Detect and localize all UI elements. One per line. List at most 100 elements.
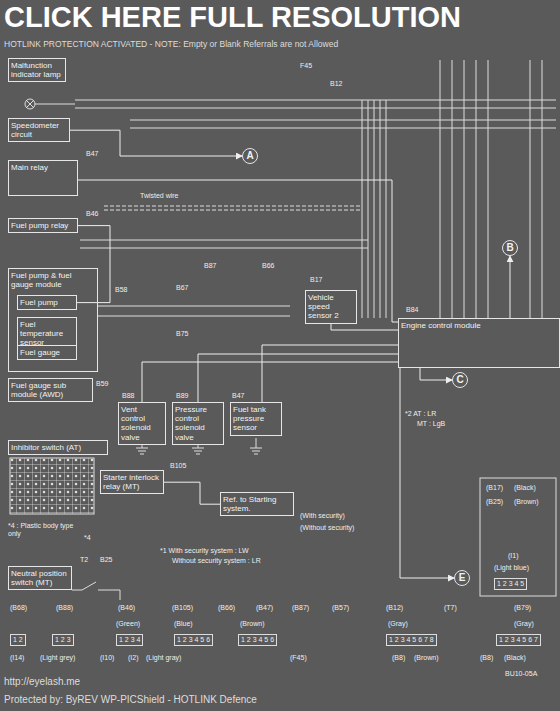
- connector-label: (B66): [218, 604, 235, 612]
- wire-connector: [510, 256, 511, 318]
- component-name: Inhibitor switch (AT): [11, 443, 105, 452]
- connector-label: (B46): [118, 604, 135, 612]
- reference-box: Ref. to Starting system.: [220, 492, 294, 516]
- connector-label: (Without security): [300, 524, 354, 532]
- connector-label: (Black): [514, 484, 536, 492]
- component-name: E: [455, 571, 469, 585]
- pin-numbers: 1 2: [10, 634, 26, 646]
- connector-label: F45: [300, 62, 312, 70]
- component-name: Speedometer circuit: [11, 121, 67, 139]
- pin-numbers: 1 2 3 4: [116, 634, 143, 646]
- component-name: Ref. to Starting system.: [223, 495, 291, 513]
- connector-label: (B17): [486, 484, 503, 492]
- connector-label: Twisted wire: [140, 192, 179, 200]
- pin-numbers: 1 2 3: [52, 634, 74, 646]
- component-name: Malfunction indicator lamp: [11, 61, 63, 79]
- watermark: http://eyelash.me: [4, 676, 80, 687]
- wire-connector: [400, 368, 454, 578]
- connector-label: (B87): [292, 604, 309, 612]
- connector-label: B67: [176, 284, 188, 292]
- valve-box: Pressure control solenoid valve: [172, 402, 224, 445]
- connector-label: (B47): [256, 604, 273, 612]
- component-name: Vent control solenoid valve: [121, 405, 163, 442]
- connector-label: B46: [86, 210, 98, 218]
- connector-label: (I1): [508, 552, 519, 560]
- connector-label: (T7): [444, 604, 457, 612]
- component-name: A: [243, 149, 257, 163]
- watermark: CLICK HERE FULL RESOLUTION: [4, 0, 461, 35]
- connector-label: B17: [310, 276, 322, 284]
- connector-label: (B79): [514, 604, 531, 612]
- sensor-box: Vehicle speed sensor 2: [305, 290, 357, 324]
- connector-label: (Green): [116, 620, 140, 628]
- connector-label: (Black): [504, 654, 526, 662]
- connector-label: (Brown): [514, 498, 539, 506]
- pin-numbers: 1 2 3 4 5 6: [174, 634, 213, 646]
- wire-connector: [420, 368, 452, 380]
- connector-label: B25: [100, 556, 112, 564]
- connector-label: B58: [115, 286, 127, 294]
- connector-label: (B25): [486, 498, 503, 506]
- connector-letter: C: [452, 372, 468, 388]
- valve-box: Vent control solenoid valve: [118, 402, 166, 445]
- control-module-box: Engine control module: [398, 318, 560, 368]
- connector-letter: E: [454, 570, 470, 586]
- component-name: Pressure control solenoid valve: [175, 405, 221, 442]
- connector-label: (Light grey): [40, 654, 75, 662]
- relay-box: Fuel pump relay: [8, 218, 78, 233]
- connector-label: (B12): [386, 604, 403, 612]
- connector-letter: A: [242, 148, 258, 164]
- connector-label: B87: [204, 262, 216, 270]
- connector-label: (B105): [172, 604, 193, 612]
- component-name: Engine control module: [401, 321, 557, 330]
- connector-label: (Brown): [414, 654, 439, 662]
- connector-label: BU10-05A: [505, 670, 537, 678]
- sensor-box: Fuel tank pressure sensor: [230, 402, 282, 436]
- connector-label: *4: [84, 534, 91, 542]
- connector-label: (F45): [290, 654, 307, 662]
- pump-box: Fuel pump: [17, 295, 77, 310]
- lamp-box: Malfunction indicator lamp: [8, 58, 66, 82]
- connector-label: B75: [176, 330, 188, 338]
- connector-label: (I10): [100, 654, 114, 662]
- component-name: Neutral position switch (MT): [11, 569, 69, 587]
- component-name: Vehicle speed sensor 2: [308, 293, 354, 321]
- connector-label: (I2): [128, 654, 139, 662]
- inhibitor-switch-grid: [10, 458, 94, 514]
- connector-label: (Brown): [240, 620, 265, 628]
- connector-label: (I14): [10, 654, 24, 662]
- component-name: Starter interlock relay (MT): [103, 473, 161, 491]
- component-name: Fuel temperature sensor: [20, 320, 74, 348]
- connector-label: B89: [176, 392, 188, 400]
- pin-numbers: 1 2 3 4 5 6 7 8: [386, 634, 437, 646]
- wire-connector: [331, 324, 398, 330]
- pin-numbers: 1 2 3 4 5 6 7: [496, 634, 541, 646]
- switch-box: Inhibitor switch (AT): [8, 440, 108, 455]
- wire-connector: [142, 362, 398, 402]
- component-name: B: [503, 241, 517, 255]
- pin-numbers: 1 2 3 4 5 6: [238, 634, 277, 646]
- component-name: Fuel tank pressure sensor: [233, 405, 279, 433]
- wire-connector: [198, 354, 398, 402]
- connector-label: (With security): [300, 512, 345, 520]
- connector-label: B59: [96, 380, 108, 388]
- connector-label: B84: [406, 306, 418, 314]
- component-name: C: [453, 373, 467, 387]
- component-name: Fuel pump: [20, 298, 74, 307]
- connector-label: B47: [86, 150, 98, 158]
- wire-connector: [77, 226, 110, 303]
- relay-box: Main relay: [8, 160, 78, 196]
- relay-box: Starter interlock relay (MT): [100, 470, 164, 494]
- connector-label: (B8): [480, 654, 493, 662]
- component-name: Fuel gauge: [20, 348, 74, 357]
- connector-label: T2: [80, 556, 88, 564]
- connector-label: (B88): [56, 604, 73, 612]
- watermark: HOTLINK PROTECTION ACTIVATED - NOTE: Emp…: [4, 40, 338, 49]
- gauge-box: Fuel gauge: [17, 345, 77, 360]
- switch-box: Neutral position switch (MT): [8, 566, 72, 590]
- connector-label: Without security system : LR: [172, 557, 261, 565]
- connector-letter: B: [502, 240, 518, 256]
- connector-label: B105: [170, 462, 186, 470]
- connector-label: *4 : Plastic body type only: [8, 522, 78, 537]
